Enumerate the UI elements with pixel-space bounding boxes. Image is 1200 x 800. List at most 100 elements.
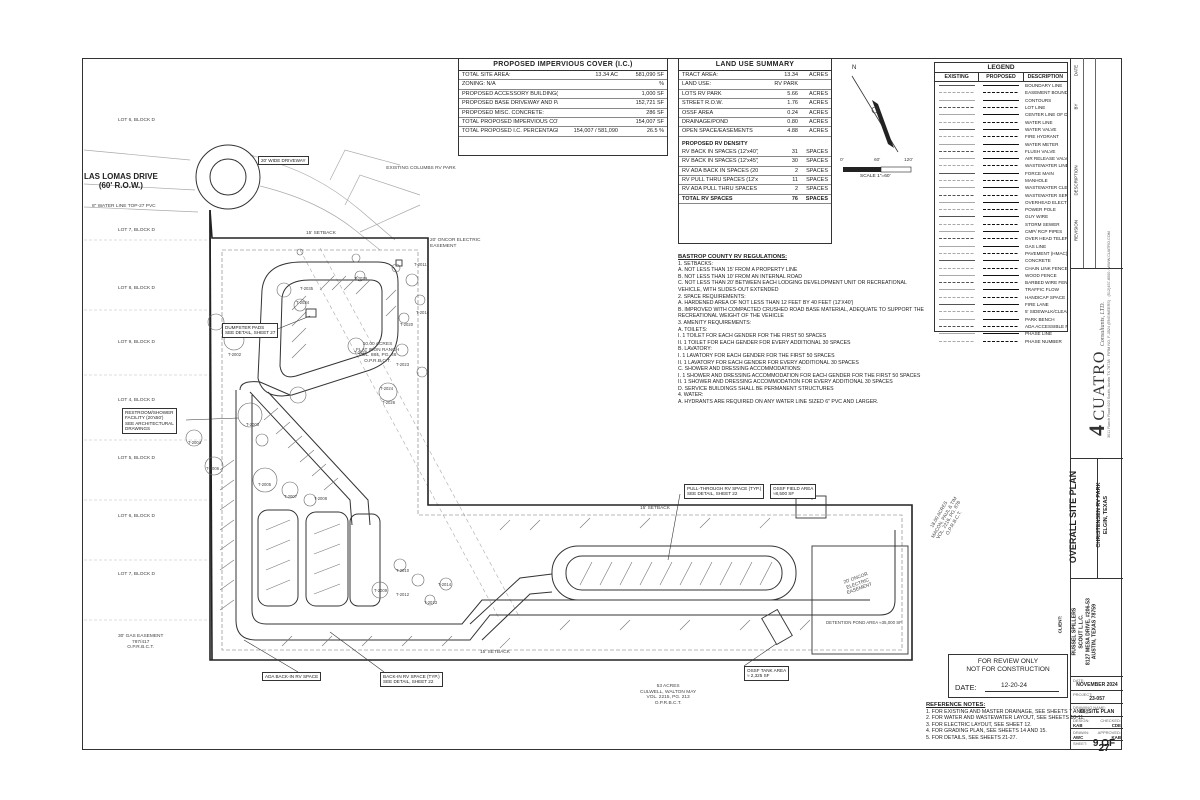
legend-item: PHASE NUMBER: [935, 337, 1067, 344]
legend-symbol-existing: [939, 275, 975, 276]
lot-label: LOT 7, BLOCK D: [118, 572, 155, 577]
pull-through-callout: PULL-THROUGH RV SPACE (TYP.)SEE DETAIL, …: [684, 484, 765, 499]
company-area: 4 CUATRO Consultants, LTD. 3011 Ranch Ro…: [1071, 231, 1123, 459]
legend-description: BOUNDARY LINE: [1025, 83, 1063, 89]
legend-description: CONTOURS: [1025, 97, 1052, 103]
legend-symbol-proposed: [983, 216, 1019, 218]
legend-item: GUY WIRE: [935, 213, 1067, 220]
regulation-line: 3. AMENITY REQUIREMENTS:: [678, 319, 752, 326]
tree-tag: T-2016: [416, 310, 430, 315]
ossf-field-callout: OSSF FIELD AREA≈8,500 SF: [770, 484, 817, 499]
legend-description: STORM SEWER: [1025, 221, 1060, 227]
tree-tag: T-2029: [354, 350, 368, 355]
legend-symbol-proposed: [983, 282, 1019, 284]
legend-symbol-existing: [939, 311, 975, 313]
legend-symbol-existing: [939, 318, 975, 320]
legend-item: MANHOLE: [935, 177, 1067, 184]
scale-label: SCALE 1"=60': [860, 174, 891, 179]
title-block: DATE BY DESCRIPTION REVISION 4 CUATRO Co…: [1058, 58, 1123, 754]
legend-item: ADA ACCESSIBLE ROUTE: [935, 323, 1067, 330]
legend-symbol-existing: [939, 150, 975, 152]
legend-symbol-proposed: [983, 252, 1019, 254]
rv-spaces: [219, 275, 811, 649]
regulation-line: C. SHOWER AND DRESSING ACCOMMODATIONS:: [678, 366, 802, 373]
regulations-title: BASTROP COUNTY RV REGULATIONS:: [678, 254, 788, 260]
revision-col: [1071, 58, 1084, 268]
tree-tag: T-2010: [396, 568, 410, 573]
legend-symbol-existing: [939, 172, 975, 174]
legend-col: PROPOSED: [979, 73, 1024, 81]
regulation-line: A. HARDENED AREA OF NOT LESS THAN 12 FEE…: [678, 300, 854, 307]
legend-symbol-existing: [939, 325, 975, 327]
legend-symbol-existing: [939, 216, 975, 218]
reference-note: 4. FOR GRADING PLAN, SEE SHEETS 14 AND 1…: [926, 728, 1047, 735]
tree-tag: T-2020: [400, 322, 414, 327]
reference-notes: REFERENCE NOTES: 1. FOR EXISTING AND MAS…: [926, 702, 1090, 742]
tree-tag: T-2011: [414, 262, 427, 267]
regulation-line: II. 1 SHOWER AND DRESSING ACCOMMODATION …: [678, 379, 893, 386]
legend-description: OVERHEAD ELECTRIC: [1025, 199, 1067, 205]
legend-symbol-existing: [939, 99, 975, 101]
table-row: TOTAL PROPOSED I.C. PERCENTAGE:154,007 /…: [459, 127, 667, 137]
legend-item: FIRE HYDRANT: [935, 133, 1067, 140]
legend-symbol-existing: [939, 194, 975, 196]
legend-description: 5' SIDEWALK/CLEAR ZONE: [1025, 309, 1067, 315]
revision-strip: DATE BY DESCRIPTION REVISION: [1071, 58, 1123, 269]
regulation-line: 4. WATER:: [678, 392, 704, 399]
legend-symbol-proposed: [983, 172, 1019, 174]
table-title: PROPOSED IMPERVIOUS COVER (I.C.): [459, 59, 667, 71]
internal-roads: [235, 261, 896, 641]
legend-symbol-proposed: [983, 223, 1019, 225]
legend-symbol-existing: [939, 165, 975, 167]
regulation-line: A. TOILETS:: [678, 326, 708, 333]
legend-item: PARK BENCH: [935, 316, 1067, 323]
legend-item: HANDICAP SPACE: [935, 294, 1067, 301]
legend-item: CENTER LINE OF DITCH: [935, 111, 1067, 118]
legend-symbol-proposed: [983, 165, 1019, 167]
legend-symbol-proposed: [983, 158, 1019, 160]
legend-symbol-proposed: [983, 85, 1019, 87]
legend-header: EXISTING PROPOSED DESCRIPTION: [935, 73, 1067, 82]
legend-item: STORM SEWER: [935, 221, 1067, 228]
legend-description: PAVEMENT (HMAC): [1025, 250, 1067, 256]
setback-line: [221, 249, 903, 651]
existing-park-label: EXISTING COLUMBS RV PARK: [386, 166, 456, 171]
ossf-tank-callout: OSSF TANK AREA≈ 2,325 SF: [744, 666, 790, 681]
table-row: LAND USE:RV PARK: [679, 80, 831, 90]
regulation-line: RECREATIONAL WEIGHT OF THE VEHICLE: [678, 313, 784, 320]
legend-symbol-existing: [939, 253, 975, 254]
property-boundary: [209, 209, 913, 661]
legend-item: LOT LINE: [935, 104, 1067, 111]
legend-symbol-proposed: [983, 121, 1019, 123]
lot-label: LOT 8, BLOCK D: [118, 286, 155, 291]
setback-bottom-label: 15' SETBACK: [480, 650, 510, 655]
legend-item: FLUSH VALVE: [935, 148, 1067, 155]
regulation-line: 1. SETBACKS:: [678, 260, 713, 267]
lot-label: LOT 6, BLOCK D: [118, 514, 155, 519]
legend-symbol-existing: [939, 128, 975, 130]
adjacent-lot-lines: [84, 239, 210, 621]
regulation-line: I. 1 TOILET FOR EACH GENDER FOR THE FIRS…: [678, 333, 827, 340]
ada-back-callout: ADA BACK-IN RV SPACE: [262, 672, 322, 682]
rev-header: BY: [1073, 103, 1079, 110]
legend-symbol-existing: [939, 180, 975, 181]
review-line2: NOT FOR CONSTRUCTION: [966, 666, 1050, 673]
tree-tag: T-2009: [374, 588, 388, 593]
legend-symbol-existing: [939, 209, 975, 210]
tree-tag: T-2002: [228, 352, 242, 357]
table-row: PROPOSED BASE DRIVEWAY AND PADS:152,721 …: [459, 99, 667, 109]
legend-description: PHASE NUMBER: [1025, 338, 1062, 344]
date-cell: DATE:NOVEMBER 2024: [1071, 676, 1123, 690]
revision-divider: [1095, 58, 1096, 268]
regulation-line: I. 1 LAVATORY FOR EACH GENDER FOR THE FI…: [678, 352, 835, 359]
legend-item: OVERHEAD ELECTRIC: [935, 199, 1067, 206]
legend-symbol-existing: [939, 158, 975, 159]
regulation-line: B. NOT LESS THAN 10' FROM AN INTERNAL RO…: [678, 273, 802, 280]
